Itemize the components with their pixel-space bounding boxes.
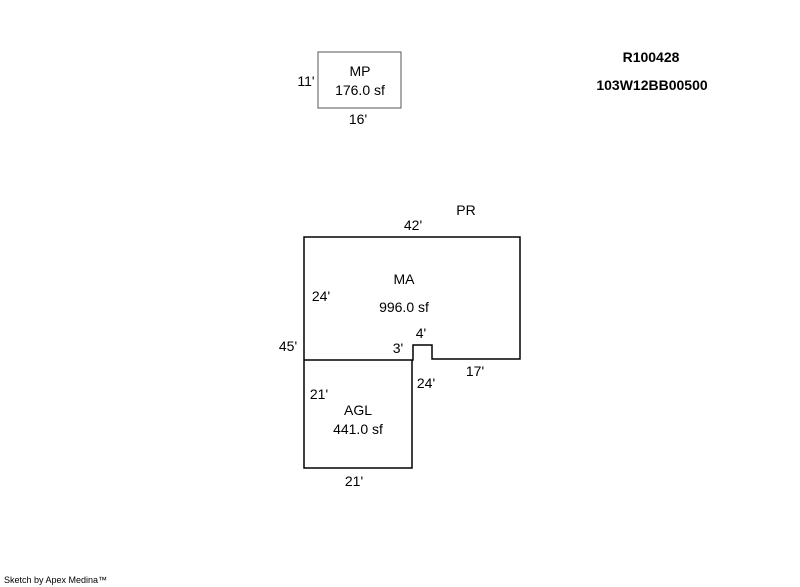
footer-credit: Sketch by Apex Medina™: [4, 575, 108, 585]
ma-bottom-right-dim: 17': [466, 363, 484, 379]
ma-top-dim: 42': [404, 217, 422, 233]
agl-right-dim: 24': [417, 375, 435, 391]
notch-left-dim: 3': [393, 340, 403, 356]
mp-area: 176.0 sf: [335, 82, 385, 98]
mp-height-dim: 11': [297, 73, 314, 89]
agl-bottom-dim: 21': [345, 473, 363, 489]
agl-area: 441.0 sf: [333, 421, 383, 437]
notch-top-dim: 4': [416, 325, 426, 341]
ma-area: 996.0 sf: [379, 299, 429, 315]
mp-width-dim: 16': [349, 111, 367, 127]
agl-code: AGL: [344, 402, 372, 418]
agl-outline: [303, 360, 413, 469]
agl-left-dim: 21': [310, 386, 328, 402]
ma-outline: [303, 236, 521, 361]
ma-left-dim: 24': [312, 288, 330, 304]
ma-code: MA: [394, 271, 416, 287]
parcel-id: R100428: [623, 49, 680, 65]
mp-code: MP: [350, 63, 371, 79]
map-tax-lot: 103W12BB00500: [596, 77, 708, 93]
mp-outline: [317, 51, 402, 109]
pr-label: PR: [456, 202, 475, 218]
overall-left-dim: 45': [279, 338, 297, 354]
